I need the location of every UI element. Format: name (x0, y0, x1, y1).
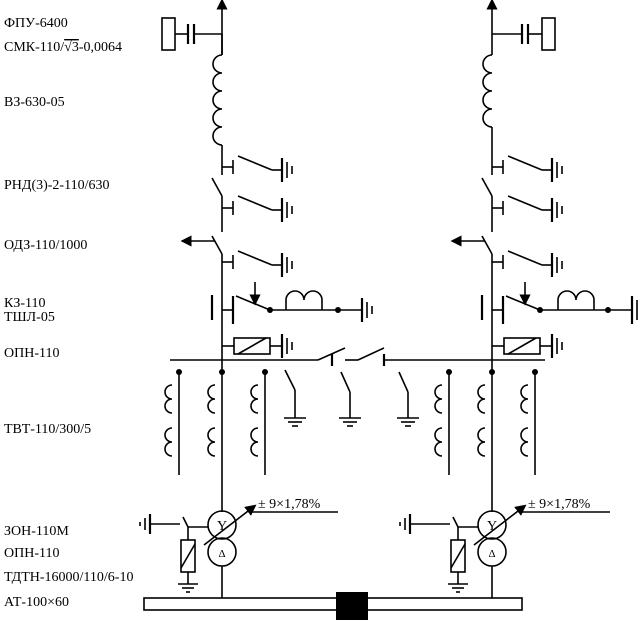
disconnector-left (211, 177, 223, 197)
label-tap-right: ± 9×1,78% (528, 497, 591, 512)
label-tshl: ТШЛ-05 (4, 310, 55, 325)
label-tdtn: ТДТН-16000/110/6-10 (4, 570, 133, 585)
bus-bridge (170, 347, 545, 366)
label-opn-bottom: ОПН-110 (4, 546, 59, 561)
earth-switch-left-1 (222, 155, 293, 182)
bridge-earth-switches (284, 369, 419, 427)
label-kz: КЗ-110 (4, 296, 46, 311)
label-tvt: ТВТ-110/300/5 (4, 422, 91, 437)
earth-switch-right-1 (492, 155, 563, 182)
label-fpu: ФПУ-6400 (4, 16, 68, 31)
current-transformers-left (164, 369, 268, 475)
star-icon: Y (217, 519, 227, 534)
separator-left (211, 235, 223, 255)
current-transformers-right (434, 369, 538, 475)
label-zon: ЗОН-110М (4, 524, 69, 539)
hf-trap-left (212, 54, 223, 146)
label-tap-left: ± 9×1,78% (258, 497, 321, 512)
earth-switch-right-2 (492, 195, 563, 222)
label-odz: ОДЗ-110/1000 (4, 238, 87, 253)
surge-arrester-left (222, 334, 293, 358)
earth-switch-left-2 (222, 195, 293, 222)
label-rnd: РНД(3)-2-110/630 (4, 178, 109, 193)
label-vz: ВЗ-630-05 (4, 95, 65, 110)
coupling-capacitor-left (161, 17, 222, 51)
earth-switch-left-3 (222, 250, 293, 277)
short-circuiter-right (492, 282, 638, 324)
star-icon: Y (487, 519, 497, 534)
short-circuiter-left (222, 282, 373, 324)
separator-right (481, 235, 493, 255)
left-feeder (161, 0, 373, 360)
disconnector-right (481, 177, 493, 197)
delta-icon: Δ (488, 548, 495, 560)
label-smk: СМК-110/√3-0,0064 (4, 40, 122, 55)
label-at: АТ-100×60 (4, 595, 69, 610)
power-transformer-left: Y Δ (139, 504, 338, 598)
busbar (143, 592, 523, 620)
surge-arrester-right (492, 334, 563, 358)
earth-switch-right-3 (492, 250, 563, 277)
power-transformer-right: Y Δ (399, 504, 610, 598)
coupling-capacitor-right (492, 17, 556, 51)
hf-trap-right (482, 54, 493, 128)
delta-icon: Δ (218, 548, 225, 560)
label-opn-top: ОПН-110 (4, 346, 59, 361)
right-feeder (450, 0, 638, 360)
